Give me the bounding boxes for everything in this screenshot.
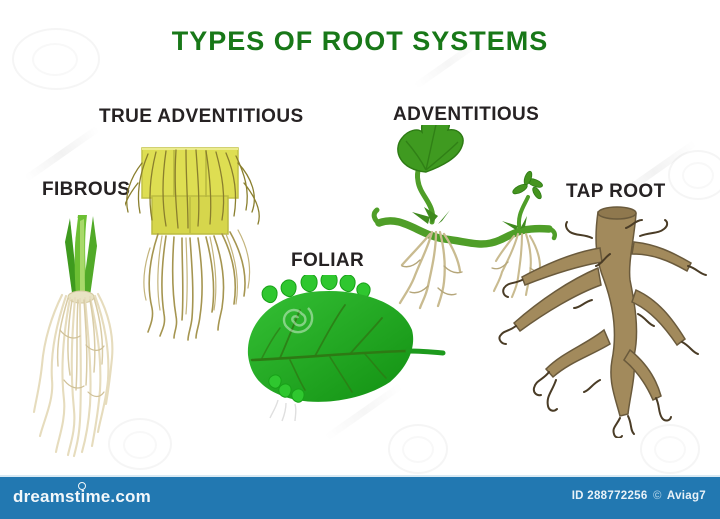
adventitious-root-illustration — [371, 125, 558, 310]
left-shoot — [397, 125, 464, 225]
watermark-spiral-ghost — [12, 28, 100, 90]
tap-root-illustration — [498, 206, 707, 438]
label-adventitious: ADVENTITIOUS — [393, 104, 540, 125]
fibrous-roots — [32, 292, 114, 458]
watermark-spiral-ghost — [108, 418, 172, 470]
leaf-blade — [247, 290, 446, 402]
copyright-icon: © — [653, 490, 662, 502]
image-id-credit: ID 288772256 © Aviag7 — [572, 490, 706, 502]
dreamstime-logo-ring-icon — [78, 482, 86, 490]
leek-stem — [65, 215, 97, 304]
left-node-roots — [398, 230, 463, 310]
lower-roots — [143, 229, 251, 341]
right-shoot — [512, 170, 543, 233]
author-name: Aviag7 — [666, 490, 706, 502]
dreamstime-logo: dreamstime.com — [13, 487, 151, 506]
label-true-adventitious: TRUE ADVENTITIOUS — [99, 106, 304, 127]
label-tap-root: TAP ROOT — [566, 181, 666, 202]
label-fibrous: FIBROUS — [42, 179, 131, 200]
stem-block — [141, 147, 239, 235]
taproot-body — [512, 206, 692, 417]
taproot-rootlets — [498, 219, 707, 438]
watermark-slash — [23, 125, 101, 182]
left-node-leaves — [412, 207, 450, 224]
watermark-bar: dreamstime.com ID 288772256 © Aviag7 — [0, 475, 720, 519]
page-title: TYPES OF ROOT SYSTEMS — [171, 26, 549, 56]
fibrous-root-illustration — [32, 215, 114, 458]
right-node-roots — [491, 232, 547, 299]
plantlets-bottom — [268, 374, 305, 403]
foliar-root-illustration — [247, 275, 446, 422]
watermark-spiral-ghost — [388, 424, 448, 474]
plantlets-top — [261, 275, 371, 304]
true-adventitious-root-illustration — [125, 147, 260, 341]
image-id: ID 288772256 — [571, 490, 648, 502]
watermark-spiral-ghost — [668, 150, 720, 200]
watermark-spiral-ghost — [640, 424, 700, 474]
label-foliar: FOLIAR — [291, 250, 365, 271]
right-node-leaves — [502, 216, 527, 230]
petiole — [405, 348, 446, 356]
upper-node-roots — [125, 149, 260, 229]
watermark-spiral-on-leaf — [282, 307, 314, 334]
plantlet-ghost-roots — [269, 399, 297, 422]
